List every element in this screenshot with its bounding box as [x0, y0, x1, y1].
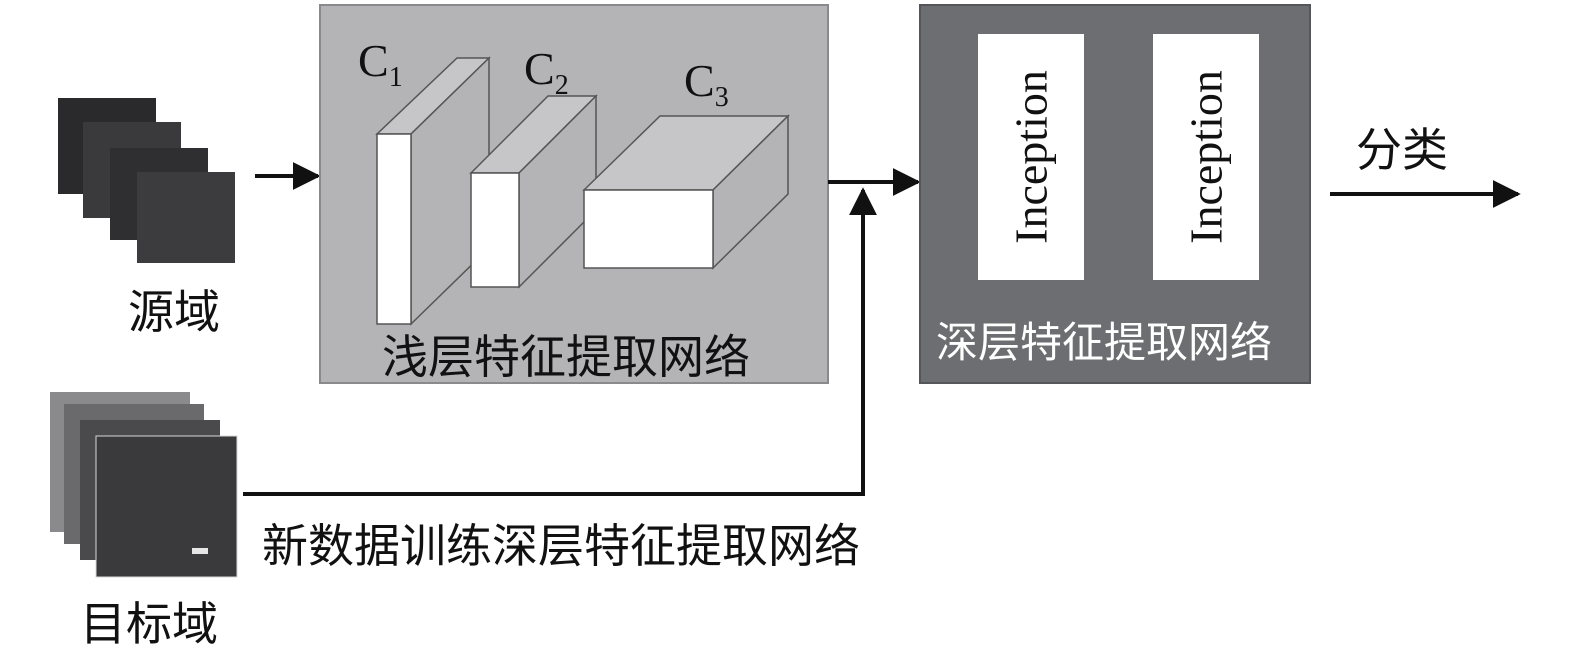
retrain-path-label: 新数据训练深层特征提取网络: [262, 519, 860, 573]
c3-front-face: [583, 189, 714, 269]
retrain-path-line: [243, 187, 877, 496]
c1-subscript: 1: [389, 62, 403, 93]
c2-front-face: [470, 172, 520, 288]
c3-subscript: 3: [715, 82, 729, 113]
target-domain-image-stack: [50, 392, 238, 578]
target-image-speck: [192, 548, 208, 554]
c2-label: C2: [524, 43, 569, 101]
inception-module-1: [978, 34, 1084, 280]
source-image-4: [137, 172, 235, 263]
inception-module-2: [1153, 34, 1259, 280]
classification-label: 分类: [1356, 123, 1448, 177]
source-domain-image-stack: [58, 98, 235, 263]
target-image-4: [95, 435, 238, 578]
inception-module-2-label: Inception: [1181, 70, 1232, 244]
c1-label: C1: [358, 35, 403, 93]
conv-block-c1: [375, 56, 491, 326]
deep-network-label: 深层特征提取网络: [936, 318, 1272, 367]
c2-subscript: 2: [555, 70, 569, 101]
target-domain-label: 目标域: [80, 597, 218, 651]
conv-block-c3: [582, 114, 790, 270]
source-domain-label: 源域: [128, 285, 220, 339]
c3-letter: C: [684, 55, 715, 106]
conv-block-c2: [469, 94, 598, 289]
c1-letter: C: [358, 35, 389, 86]
inception-module-1-label: Inception: [1006, 70, 1057, 244]
c3-label: C3: [684, 55, 729, 113]
shallow-network-label: 浅层特征提取网络: [382, 330, 750, 384]
c1-front-face: [376, 133, 412, 325]
c2-letter: C: [524, 43, 555, 94]
